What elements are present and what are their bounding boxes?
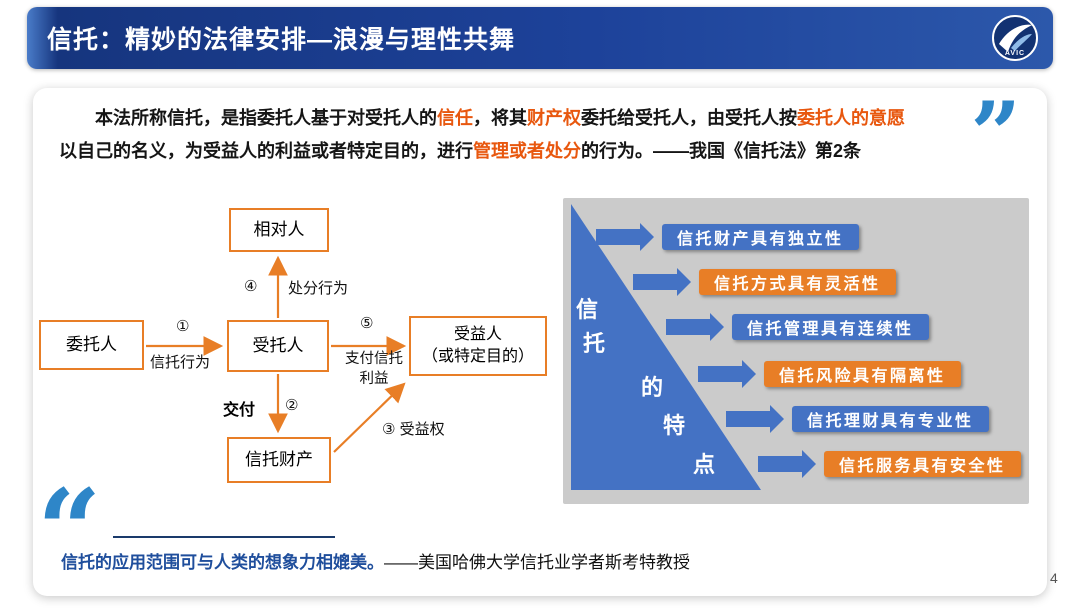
features-panel: 信 托 的 特 点 信托财产具有独立性 信托方式具有灵活性 信托管理具有连续性 … [563,198,1029,504]
law-highlight-wish: 委托人的意愿 [797,108,905,128]
node-beneficiary: 受益人 （或特定目的） [409,316,547,376]
bottom-quote-text: 信托的应用范围可与人类的想象力相媲美。 [61,553,384,572]
triangle-char-1: 信 [575,297,598,322]
label-step5-number: ⑤ [360,315,374,332]
node-beneficiary-line2: （或特定目的） [421,348,534,365]
trust-flowchart: 相对人 委托人 受托人 受益人 （或特定目的） 信托财产 ① 信托行为 ④ 处分… [38,200,558,500]
right-arrow-icon [698,360,756,388]
label-step4-number: ④ [244,278,258,295]
feature-row: 信托方式具有灵活性 [633,268,896,296]
avic-logo-text: AVIC [1004,50,1026,57]
flow-arrows [146,255,407,453]
label-step5-line2: 利益 [359,371,389,387]
law-text-3: 委托给受托人，由受托人按 [581,108,797,128]
feature-row: 信托风险具有隔离性 [698,360,961,388]
label-step5-line1: 支付信托 [345,351,403,367]
law-text-2: ，将其 [473,108,527,128]
features-triangle [571,204,761,490]
quote-open-icon: “ [37,466,102,597]
feature-item-continuity: 信托管理具有连续性 [732,314,929,340]
feature-item-professionalism: 信托理财具有专业性 [792,406,989,432]
node-beneficiary-line1: 受益人 [453,326,502,344]
feature-item-safety: 信托服务具有安全性 [824,451,1021,477]
feature-row: 信托理财具有专业性 [726,405,989,433]
slide-title: 信托：精妙的法律安排—浪漫与理性共舞 [47,26,516,54]
avic-logo-swoosh-icon [992,15,1038,61]
triangle-char-2: 托 [582,331,605,356]
right-arrow-icon [666,313,724,341]
law-text-4: 以自己的名义，为受益人的利益或者特定目的，进行 [59,141,473,161]
bottom-quote: 信托的应用范围可与人类的想象力相媲美。——美国哈佛大学信托业学者斯考特教授 [61,550,690,576]
node-counterparty: 相对人 [229,208,329,252]
law-highlight-manage: 管理或者处分 [473,141,581,161]
right-arrow-icon [633,268,691,296]
avic-logo: AVIC [991,14,1039,62]
node-settlor: 委托人 [39,320,144,370]
page-number: 4 [1050,570,1058,586]
label-step2-text: 交付 [223,402,256,419]
label-step5-text: 支付信托 利益 [333,349,415,389]
label-step1-text: 信托行为 [150,354,211,371]
law-highlight-property: 财产权 [527,108,581,128]
feature-row: 信托财产具有独立性 [596,223,859,251]
label-step3-text: ③ 受益权 [382,421,445,438]
node-trust-property: 信托财产 [227,437,331,483]
law-highlight-trust: 信任 [437,108,473,128]
feature-item-isolation: 信托风险具有隔离性 [764,361,961,387]
triangle-char-5: 点 [692,452,715,477]
bottom-quote-attribution: ——美国哈佛大学信托业学者斯考特教授 [384,553,690,572]
quote-close-icon: ” [970,82,1021,186]
feature-item-flexibility: 信托方式具有灵活性 [699,269,896,295]
right-arrow-icon [726,405,784,433]
law-definition: 本法所称信托，是指委托人基于对受托人的信任，将其财产权委托给受托人，由受托人按委… [59,102,971,168]
right-arrow-icon [758,450,816,478]
law-text-1: 本法所称信托，是指委托人基于对受托人的 [95,108,437,128]
triangle-char-4: 特 [662,413,685,438]
title-bar: 信托：精妙的法律安排—浪漫与理性共舞 AVIC [27,7,1053,69]
triangle-char-3: 的 [640,375,663,400]
content-card: 本法所称信托，是指委托人基于对受托人的信任，将其财产权委托给受托人，由受托人按委… [33,88,1047,596]
law-text-5: 的行为。——我国《信托法》第2条 [581,141,862,161]
label-step2-number: ② [285,397,299,414]
label-step1-number: ① [176,318,190,335]
right-arrow-icon [596,223,654,251]
feature-row: 信托管理具有连续性 [666,313,929,341]
feature-row: 信托服务具有安全性 [758,450,1021,478]
node-trustee: 受托人 [227,320,329,372]
quote-divider-line [113,536,335,538]
feature-item-independence: 信托财产具有独立性 [662,224,859,250]
label-step4-text: 处分行为 [288,280,349,297]
